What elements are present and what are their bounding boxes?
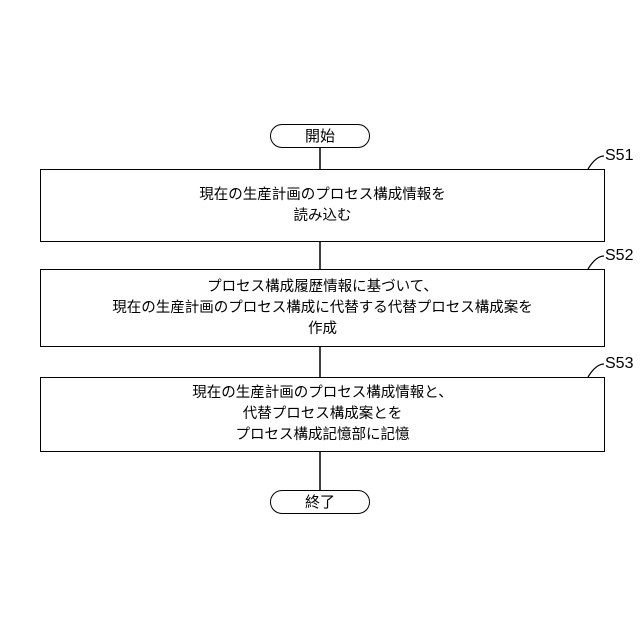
process-box-s51: 現在の生産計画のプロセス構成情報を 読み込む <box>40 169 605 242</box>
leader-s52 <box>588 256 604 269</box>
step-text-line: 代替プロセス構成案とを <box>243 404 403 425</box>
step-label-s52: S52 <box>605 248 633 264</box>
step-text-line: 作成 <box>308 319 337 340</box>
leader-s51 <box>588 156 604 169</box>
step-text-line: プロセス構成履歴情報に基づいて、 <box>207 277 438 298</box>
step-label-s53: S53 <box>605 356 633 372</box>
step-text-line: 現在の生産計画のプロセス構成情報を <box>199 185 446 206</box>
leader-s53 <box>588 364 604 377</box>
start-label: 開始 <box>305 129 335 144</box>
end-label: 終了 <box>305 495 335 510</box>
start-terminal: 開始 <box>270 124 370 148</box>
process-box-s53: 現在の生産計画のプロセス構成情報と、 代替プロセス構成案とを プロセス構成記憶部… <box>40 377 605 452</box>
process-box-s52: プロセス構成履歴情報に基づいて、 現在の生産計画のプロセス構成に代替する代替プロ… <box>40 269 605 347</box>
step-text-line: 読み込む <box>294 206 352 227</box>
step-text-line: プロセス構成記憶部に記憶 <box>236 425 410 446</box>
step-text-line: 現在の生産計画のプロセス構成情報と、 <box>192 383 452 404</box>
step-label-s51: S51 <box>605 148 633 164</box>
end-terminal: 終了 <box>270 490 370 514</box>
step-text-line: 現在の生産計画のプロセス構成に代替する代替プロセス構成案を <box>112 298 533 319</box>
